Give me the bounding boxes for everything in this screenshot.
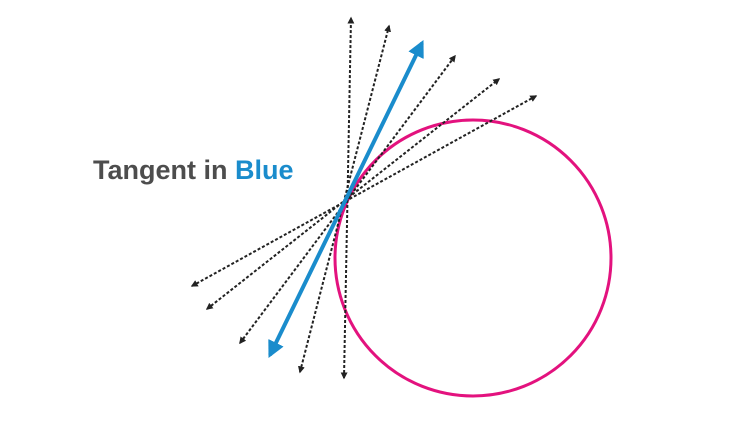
secant-lines	[190, 16, 538, 380]
title-emphasis: Blue	[235, 155, 294, 185]
tangent-line	[268, 39, 424, 359]
diagram-title: Tangent in Blue	[93, 152, 294, 188]
secant-line	[205, 78, 501, 310]
title-prefix: Tangent in	[93, 155, 235, 185]
